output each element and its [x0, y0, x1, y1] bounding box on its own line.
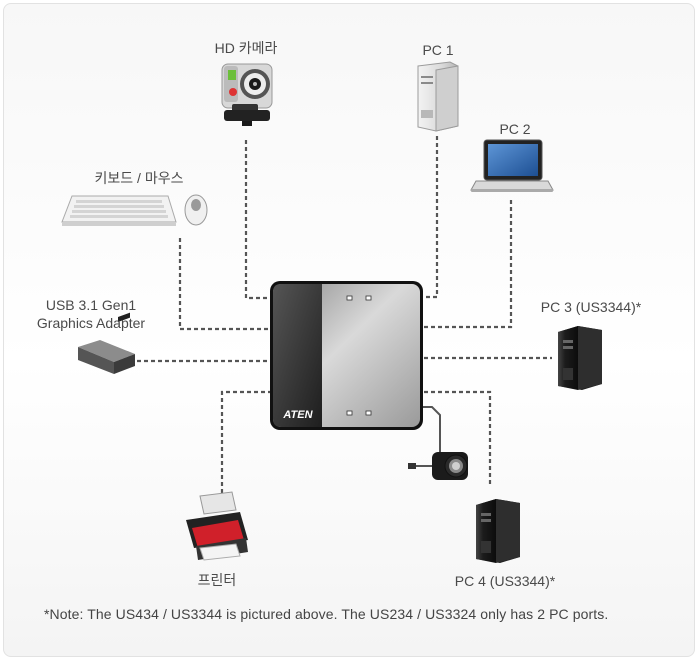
label-keyboard-mouse: 키보드 / 마우스 [94, 170, 184, 186]
remote-button-icon [408, 452, 468, 480]
pc3-tower-icon [558, 326, 602, 390]
mouse-icon [184, 194, 208, 226]
label-pc2: PC 2 [499, 121, 531, 137]
pc2-laptop-icon [470, 139, 554, 192]
label-graphics-adapter-line1: USB 3.1 Gen1 [45, 297, 137, 313]
label-graphics-adapter-line2: Graphics Adapter [36, 315, 146, 331]
aten-logo: ATEN [282, 409, 313, 421]
keyboard-icon [61, 195, 177, 226]
label-pc3: PC 3 (US3344)* [540, 299, 642, 315]
pc4-tower-icon [476, 499, 520, 563]
label-pc4: PC 4 (US3344)* [454, 573, 556, 589]
line-hd-camera [244, 140, 272, 300]
line-pc4 [424, 390, 492, 487]
line-pc1 [424, 136, 439, 299]
line-keyboard-mouse [178, 238, 272, 331]
hd-camera-icon [221, 63, 273, 126]
label-hd-camera: HD 카메라 [214, 40, 278, 56]
label-printer: 프린터 [197, 572, 237, 588]
printer-icon [186, 491, 248, 561]
connection-lines [137, 136, 552, 495]
remote-cable [390, 406, 441, 467]
label-graphics-adapter: USB 3.1 Gen1 Graphics Adapter [16, 296, 166, 332]
pc1-tower-icon [417, 61, 459, 132]
line-pc2 [424, 200, 513, 329]
footnote: *Note: The US434 / US3344 is pictured ab… [44, 606, 609, 622]
line-printer [220, 390, 272, 495]
kvm-switch: ATEN [270, 281, 423, 430]
graphics-adapter-icon [78, 312, 135, 374]
label-pc1: PC 1 [422, 42, 454, 58]
